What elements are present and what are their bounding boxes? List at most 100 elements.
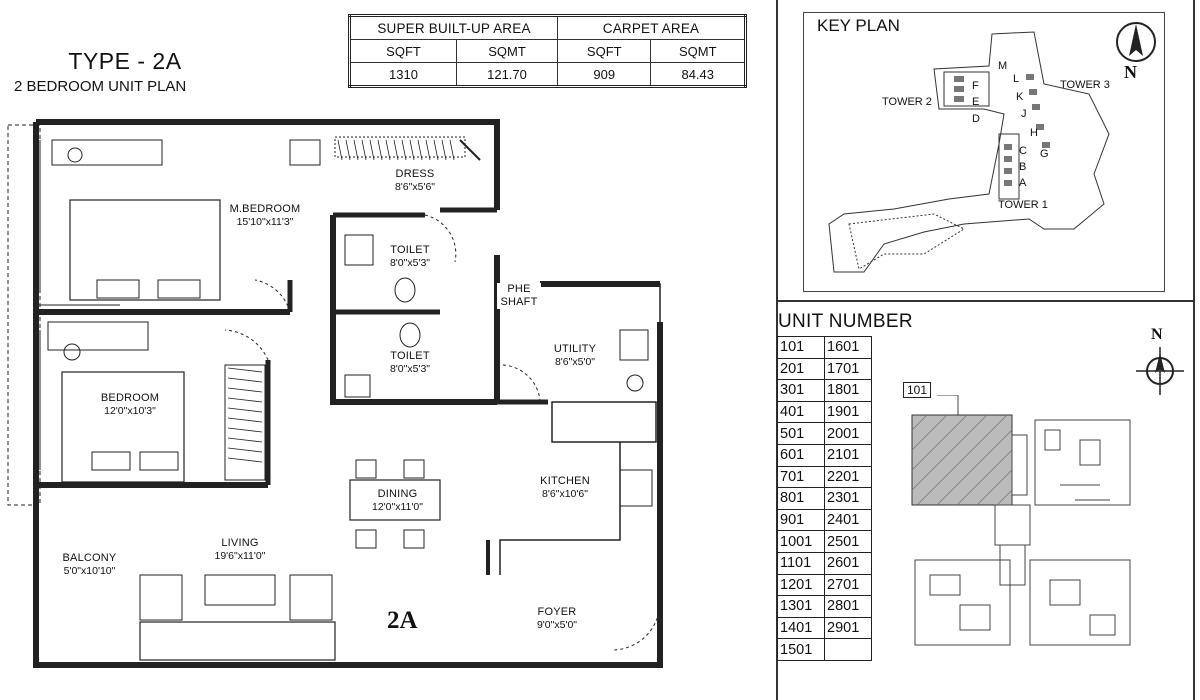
room-dims: 8'0"x5'3": [389, 257, 431, 269]
unit-number-cell: 2401: [824, 508, 872, 532]
room-label-living: LIVING 19'6"x11'0": [200, 537, 280, 563]
room-label-phe-shaft: PHE SHAFT: [497, 283, 541, 309]
block-letter: K: [1016, 91, 1024, 103]
room-dims: 8'0"x5'3": [389, 363, 431, 375]
floor-plan: [7, 119, 663, 668]
block-letter: G: [1040, 148, 1049, 160]
compass-icon: [1136, 347, 1184, 395]
room-dims: 8'6"x5'0": [554, 356, 596, 368]
unit-cell: SQFT: [349, 39, 457, 63]
room-name: DRESS: [395, 168, 435, 180]
tower-1-label: TOWER 1: [998, 199, 1048, 211]
room-name: FOYER: [537, 606, 577, 618]
tower-floor-plan: [911, 395, 1131, 646]
unit-number-cell: 501: [777, 422, 825, 445]
tower-blocks: [954, 74, 1050, 186]
room-dims: 19'6"x11'0": [214, 550, 266, 562]
room-name: UTILITY: [553, 343, 597, 355]
block-letter: F: [972, 80, 979, 92]
room-name: TOILET: [390, 244, 430, 256]
unit-number-cell: 201: [777, 357, 825, 381]
room-label-kitchen: KITCHEN 8'6"x10'6": [525, 475, 605, 501]
unit-number-cell: 2101: [824, 443, 872, 467]
value-cell: 121.70: [456, 62, 558, 87]
block-letter: L: [1013, 73, 1020, 85]
room-label-dining: DINING 12'0"x11'0": [355, 488, 440, 514]
block-letter: M: [998, 60, 1008, 72]
room-name: TOILET: [390, 350, 430, 362]
super-built-up-area-header: SUPER BUILT-UP AREA: [349, 15, 558, 40]
room-label-dress: DRESS 8'6"x5'6": [375, 168, 455, 194]
unit-number-cell: 901: [777, 508, 825, 532]
sofa: [139, 621, 336, 661]
balcony-outline: [7, 124, 41, 506]
room-name: SHAFT: [500, 296, 538, 308]
unit-number-cell: 2701: [824, 573, 872, 597]
unit-number-cell: 2201: [824, 465, 872, 489]
block-letter: H: [1030, 127, 1038, 139]
room-label-bedroom: BEDROOM 12'0"x10'3": [85, 392, 175, 418]
unit-cell: SQMT: [650, 39, 746, 63]
key-plan-map: [828, 31, 1110, 273]
unit-number-cell: 1801: [824, 379, 872, 402]
key-plan-box: [803, 12, 1165, 292]
unit-number-title: UNIT NUMBER: [778, 311, 913, 332]
unit-number-cell: 401: [777, 400, 825, 424]
unit-type-label: 2A: [387, 607, 418, 634]
block-letter: C: [1019, 145, 1027, 157]
toilet-block-wall: [330, 215, 497, 405]
unit-number-cell: 1401: [777, 616, 825, 640]
bedroom-bed: [61, 371, 185, 483]
unit-number-cell: 2301: [824, 487, 872, 510]
room-label-master-bedroom: M.BEDROOM 15'10"x11'3": [215, 203, 315, 229]
unit-number-cell: [824, 638, 872, 661]
unit-number-cell: 1701: [824, 357, 872, 381]
room-label-balcony: BALCONY 5'0"x10'10": [52, 552, 127, 578]
room-dims: 8'6"x5'6": [394, 181, 436, 193]
block-letter: D: [972, 113, 980, 125]
unit-number-cell: 2501: [824, 530, 872, 553]
carpet-area-header: CARPET AREA: [557, 15, 746, 40]
north-label: N: [1124, 62, 1137, 82]
area-table: SUPER BUILT-UP AREA CARPET AREA SQFT SQM…: [348, 14, 747, 88]
tower-2-label: TOWER 2: [882, 96, 932, 108]
unit-number-cell: 701: [777, 465, 825, 489]
room-label-foyer: FOYER 9'0"x5'0": [522, 606, 592, 632]
room-dims: 9'0"x5'0": [536, 619, 578, 631]
block-letter: B: [1019, 161, 1027, 173]
dining-table: [349, 479, 441, 521]
tower-3-label: TOWER 3: [1060, 79, 1110, 91]
master-bed: [69, 199, 221, 301]
unit-number-cell: 101: [777, 336, 825, 359]
kitchen-counter: [551, 401, 657, 443]
room-dims: 12'0"x11'0": [372, 501, 423, 513]
unit-number-cell: 2901: [824, 616, 872, 640]
value-cell: 1310: [349, 62, 457, 87]
value-cell: 84.43: [650, 62, 746, 87]
unit-number-cell: 2801: [824, 595, 872, 618]
unit-number-cell: 2601: [824, 551, 872, 575]
room-label-toilet-2: TOILET 8'0"x5'3": [375, 350, 445, 376]
unit-number-cell: 1001: [777, 530, 825, 553]
room-name: PHE: [507, 283, 531, 295]
site-outline: [828, 31, 1110, 273]
block-letter: A: [1019, 177, 1027, 189]
block-letter: E: [972, 96, 980, 108]
unit-number-cell: 601: [777, 443, 825, 467]
room-label-utility: UTILITY 8'6"x5'0": [540, 343, 610, 369]
unit-number-cell: 1901: [824, 400, 872, 424]
room-name: KITCHEN: [540, 475, 590, 487]
north-label: N: [1151, 326, 1163, 343]
block-letter: J: [1021, 108, 1027, 120]
